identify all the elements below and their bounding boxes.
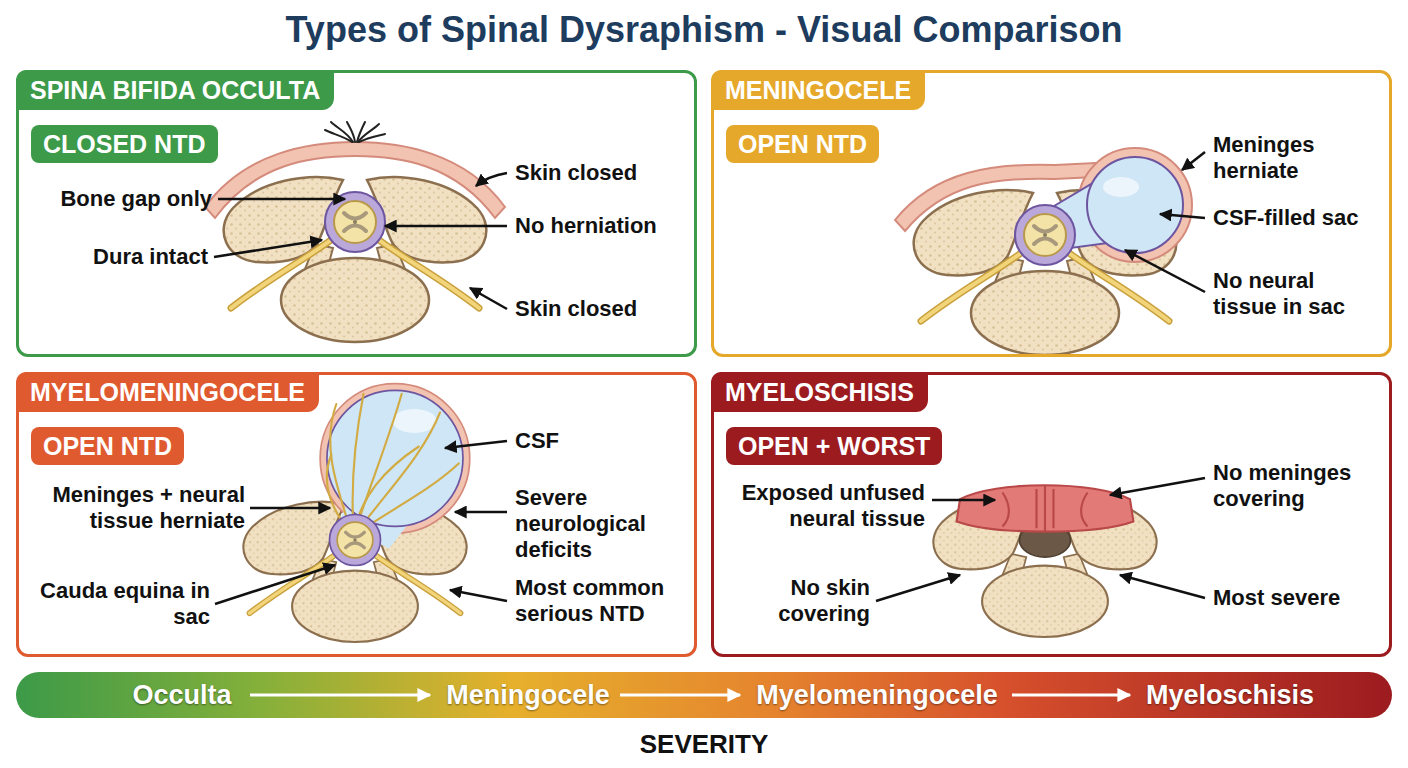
badge-text: OPEN NTD (738, 130, 867, 158)
severity-arrow (620, 694, 740, 697)
diagram-title: Types of Spinal Dysraphism - Visual Comp… (0, 8, 1408, 52)
callout-label: No herniation (515, 213, 690, 239)
callout-label: Meninges + neural tissue herniate (20, 482, 245, 534)
severity-arrow (1012, 694, 1130, 697)
axis-label: SEVERITY (554, 728, 854, 760)
severity-arrow (250, 694, 430, 697)
ntd-badge: OPEN + WORST (726, 427, 942, 465)
callout-label: Meninges herniate (1213, 132, 1363, 184)
ntd-badge: OPEN NTD (726, 125, 879, 163)
callout-label: Cauda equina in sac (20, 578, 210, 630)
callout-label: CSF (515, 428, 685, 454)
callout-label: Bone gap only (30, 186, 212, 212)
callout-label: No skin covering (720, 575, 870, 627)
panel-heading: MENINGOCELE (711, 70, 925, 110)
callout-label: No neural tissue in sac (1213, 268, 1383, 320)
severity-step: Myelomeningocele (737, 672, 1017, 718)
severity-step: Occulta (42, 672, 322, 718)
badge-text: CLOSED NTD (43, 130, 206, 158)
meningocele-illustration (895, 148, 1192, 355)
myelomeningocele-illustration (243, 384, 469, 642)
callout-label: Severe neurological deficits (515, 485, 675, 563)
badge-text: OPEN NTD (43, 432, 172, 460)
myeloschisis-illustration (933, 485, 1156, 637)
callout-label: Most common serious NTD (515, 575, 690, 627)
ntd-badge: CLOSED NTD (31, 125, 218, 163)
callout-label: No meninges covering (1213, 460, 1383, 512)
panel-heading: SPINA BIFIDA OCCULTA (16, 70, 334, 110)
severity-step: Meningocele (388, 672, 668, 718)
callout-label: Most severe (1213, 585, 1383, 611)
leader-lines (214, 152, 1205, 604)
occulta-illustration (205, 122, 505, 342)
callout-label: Skin closed (515, 160, 685, 186)
callout-label: CSF-filled sac (1213, 205, 1389, 231)
panel-heading: MYELOMENINGOCELE (16, 372, 319, 412)
severity-bar: Occulta Meningocele Myelomeningocele Myelos… (16, 672, 1392, 718)
callout-label: Exposed unfused neural tissue (720, 480, 925, 532)
panel-heading: MYELOSCHISIS (711, 372, 928, 412)
badge-text: OPEN + WORST (738, 432, 930, 460)
callout-label: Skin closed (515, 296, 685, 322)
ntd-badge: OPEN NTD (31, 427, 184, 465)
callout-label: Dura intact (30, 244, 208, 270)
severity-step: Myeloschisis (1090, 672, 1370, 718)
